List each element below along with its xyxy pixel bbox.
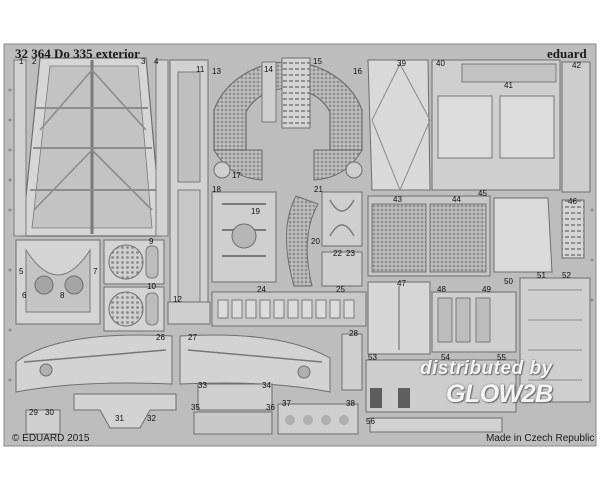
part-45 <box>493 197 553 273</box>
fret-code-title: 32 364 Do 335 exterior <box>15 46 140 61</box>
part-number: 55 <box>497 353 506 362</box>
part-number: 38 <box>346 399 355 408</box>
part-number: 36 <box>266 403 275 412</box>
part-number: 42 <box>572 61 581 70</box>
part-number: 19 <box>251 207 260 216</box>
part-number: 28 <box>349 329 358 338</box>
origin-text: Made in Czech Republic <box>486 433 595 444</box>
part-number: 45 <box>478 189 487 198</box>
part-22-23 <box>321 251 363 287</box>
part-number: 51 <box>537 271 546 280</box>
part-number: 6 <box>22 291 27 300</box>
part-number: 18 <box>212 185 221 194</box>
part-number: 21 <box>314 185 323 194</box>
part-number: 34 <box>262 381 271 390</box>
part-number: 14 <box>264 65 273 74</box>
part-panel-39 <box>367 59 431 192</box>
part-number: 3 <box>141 57 146 66</box>
part-number: 56 <box>366 417 375 426</box>
part-number: 22 <box>333 249 342 258</box>
part-28 <box>341 333 363 391</box>
part-number: 12 <box>173 295 182 304</box>
part-number: 35 <box>191 403 200 412</box>
part-53-55 <box>365 359 517 413</box>
part-number: 52 <box>562 271 571 280</box>
watermark-line-1: distributed by <box>420 358 553 379</box>
part-42 <box>561 61 591 193</box>
part-number: 16 <box>353 67 362 76</box>
part-21 <box>321 191 363 247</box>
part-number: 47 <box>397 279 406 288</box>
part-number: 7 <box>93 267 98 276</box>
part-56 <box>369 417 503 433</box>
part-number: 32 <box>147 414 156 423</box>
part-fin-frame <box>13 57 169 237</box>
part-number: 5 <box>19 267 24 276</box>
part-number: 49 <box>482 285 491 294</box>
part-number: 46 <box>568 197 577 206</box>
part-17 <box>213 161 363 179</box>
part-number: 8 <box>60 291 65 300</box>
part-number: 20 <box>311 237 320 246</box>
part-48-50 <box>431 291 517 353</box>
part-number: 31 <box>115 414 124 423</box>
part-number: 24 <box>257 285 266 294</box>
part-number: 25 <box>336 285 345 294</box>
brand-logo: eduard <box>547 46 587 61</box>
part-number: 23 <box>346 249 355 258</box>
part-number: 1 <box>19 57 24 66</box>
part-12 <box>167 301 211 325</box>
part-29-30 <box>25 409 61 435</box>
part-number: 13 <box>212 67 221 76</box>
part-number: 43 <box>393 195 402 204</box>
part-number: 39 <box>397 59 406 68</box>
part-number: 17 <box>232 171 241 180</box>
part-number: 48 <box>437 285 446 294</box>
part-wing-26 <box>15 334 173 393</box>
part-horseshoe-13-16 <box>213 57 363 181</box>
part-46 <box>561 199 585 259</box>
part-row-24-25 <box>211 291 367 327</box>
part-number: 27 <box>188 333 197 342</box>
part-number: 29 <box>29 408 38 417</box>
part-bracket-5-8 <box>15 239 101 325</box>
part-number: 33 <box>198 381 207 390</box>
copyright-text: © EDUARD 2015 <box>12 433 90 444</box>
part-47 <box>367 281 431 355</box>
part-strip-11 <box>169 59 209 323</box>
part-number: 54 <box>441 353 450 362</box>
part-number: 2 <box>32 57 37 66</box>
part-number: 26 <box>156 333 165 342</box>
part-33-34 <box>197 383 273 411</box>
part-number: 44 <box>452 195 461 204</box>
part-51-52 <box>519 277 591 403</box>
part-wing-27 <box>179 334 331 393</box>
part-number: 37 <box>282 399 291 408</box>
part-37-38 <box>277 403 359 435</box>
part-number: 9 <box>149 237 154 246</box>
part-31-32 <box>73 393 177 429</box>
part-35-36 <box>193 411 273 435</box>
part-number: 30 <box>45 408 54 417</box>
part-mesh-9 <box>103 239 165 285</box>
part-number: 15 <box>313 57 322 66</box>
part-curved-grid-20 <box>286 195 319 287</box>
part-number: 10 <box>147 282 156 291</box>
part-number: 53 <box>368 353 377 362</box>
part-number: 4 <box>154 57 159 66</box>
part-number: 40 <box>436 59 445 68</box>
part-number: 50 <box>504 277 513 286</box>
part-panel-40-41 <box>431 59 561 191</box>
part-18-19 <box>211 191 277 283</box>
part-number: 41 <box>504 81 513 90</box>
part-grid-43-44 <box>367 195 491 277</box>
part-mesh-10 <box>103 286 165 332</box>
part-number: 11 <box>196 65 205 74</box>
sprue-marks <box>8 88 594 382</box>
watermark-logo: GLOW2B <box>446 380 553 408</box>
